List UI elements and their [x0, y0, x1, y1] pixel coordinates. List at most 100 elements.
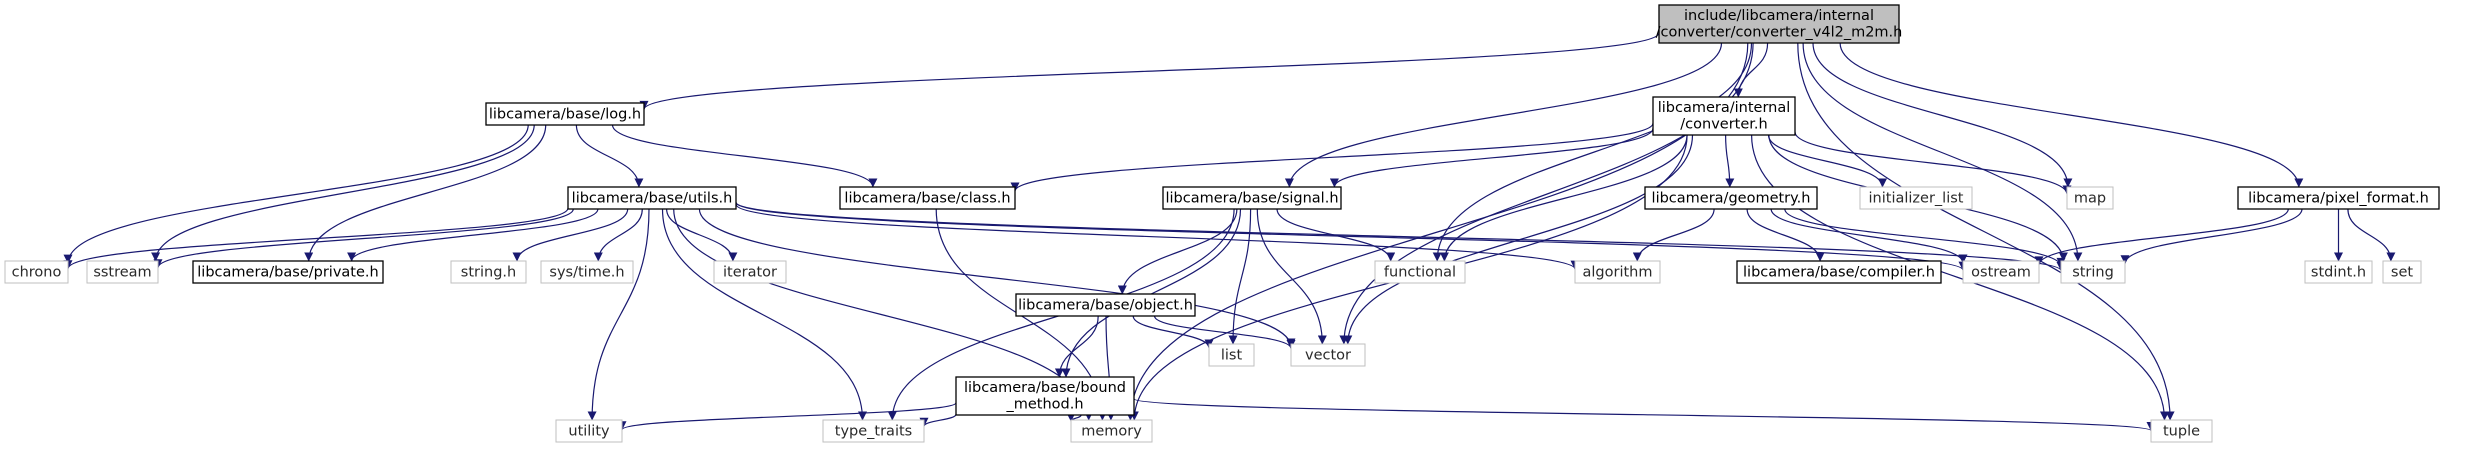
node-box — [2382, 260, 2422, 284]
node-label: libcamera/base/log.h — [489, 106, 641, 122]
node-label: vector — [1305, 347, 1351, 363]
node-label: tuple — [2163, 423, 2200, 439]
node-box — [1208, 343, 1255, 367]
node-pixel-format[interactable]: libcamera/pixel_format.h — [2237, 186, 2440, 210]
node-label: type_traits — [835, 423, 912, 439]
node-label: ostream — [1971, 264, 2031, 280]
edge-signal-to-object — [1117, 208, 1238, 295]
edge-bound_method-to-type_traits — [919, 413, 957, 427]
node-label: libcamera/base/compiler.h — [1743, 264, 1935, 280]
node-label: libcamera/pixel_format.h — [2248, 190, 2429, 206]
node-label: include/libcamera/internal — [1684, 8, 1874, 24]
node-box — [2060, 260, 2126, 284]
edge-utils-to-vector — [698, 208, 1296, 348]
node-box — [1644, 186, 1818, 210]
edge-root-to-tuple — [1797, 42, 2175, 421]
node-label: libcamera/base/class.h — [844, 190, 1010, 206]
edge-root-to-functional — [1432, 42, 1753, 262]
node-tuple: tuple — [2150, 419, 2213, 443]
edge-signal-to-list — [1228, 208, 1252, 345]
node-box — [1070, 419, 1153, 443]
edge-root-to-map — [1812, 42, 2073, 188]
node-label: libcamera/base/signal.h — [1165, 190, 1338, 206]
node-label: libcamera/geometry.h — [1652, 190, 1811, 206]
node-compiler[interactable]: libcamera/base/compiler.h — [1736, 260, 1942, 284]
edge-utils-to-chrono — [63, 207, 569, 270]
node-box — [1015, 293, 1196, 317]
node-private[interactable]: libcamera/base/private.h — [192, 260, 384, 284]
node-label: libcamera/base/bound — [964, 380, 1126, 396]
node-label: map — [2074, 190, 2106, 206]
node-utils[interactable]: libcamera/base/utils.h — [567, 186, 737, 210]
node-chrono: chrono — [4, 260, 69, 284]
node-iterator: iterator — [713, 260, 787, 284]
node-label: initializer_list — [1869, 190, 1964, 206]
node-box — [1962, 260, 2040, 284]
node-box — [1658, 4, 1900, 44]
node-box — [1574, 260, 1661, 284]
node-label: iterator — [723, 264, 777, 280]
edge-utils-to-string — [735, 201, 2066, 272]
edge-log-to-utils — [575, 124, 644, 188]
edge-pixel_format-to-set — [2347, 208, 2396, 262]
edge-object-to-vector — [1153, 315, 1296, 349]
node-sys-time: sys/time.h — [540, 260, 634, 284]
edge-utils-to-algorithm — [735, 203, 1580, 270]
node-label: libcamera/base/private.h — [197, 264, 378, 280]
node-box — [955, 376, 1135, 416]
node-box — [86, 260, 159, 284]
edge-utils-to-utility — [587, 208, 650, 421]
node-label: _method.h — [1005, 397, 1083, 413]
node-label: list — [1221, 347, 1243, 363]
edge-geometry-to-ostream — [1770, 208, 1968, 264]
node-functional: functional — [1374, 260, 1466, 284]
node-label: string — [2072, 264, 2114, 280]
edge-root-to-converter — [1733, 42, 1769, 98]
edge-signal-to-bound_method — [1061, 208, 1242, 378]
node-box — [1162, 186, 1342, 210]
node-box — [1290, 343, 1366, 367]
node-label: libcamera/base/object.h — [1018, 297, 1193, 313]
edge-bound_method-to-tuple — [1133, 398, 2155, 432]
node-label: chrono — [12, 264, 62, 280]
edge-utils-to-type_traits — [661, 208, 867, 421]
edge-utils-to-string_h — [512, 208, 629, 262]
node-box — [2150, 419, 2213, 443]
node-algorithm: algorithm — [1574, 260, 1661, 284]
node-signal[interactable]: libcamera/base/signal.h — [1162, 186, 1342, 210]
node-map: map — [2066, 186, 2114, 210]
node-label: functional — [1384, 264, 1456, 280]
node-ostream: ostream — [1962, 260, 2040, 284]
node-box — [192, 260, 384, 284]
node-label: sys/time.h — [549, 264, 624, 280]
node-log[interactable]: libcamera/base/log.h — [485, 102, 645, 126]
edge-log-to-sstream — [151, 124, 535, 262]
node-box — [555, 419, 623, 443]
node-sstream: sstream — [86, 260, 159, 284]
node-converter[interactable]: libcamera/internal/converter.h — [1652, 96, 1796, 136]
edge-pixel_format-to-string — [2120, 208, 2303, 265]
node-geometry[interactable]: libcamera/geometry.h — [1644, 186, 1818, 210]
edge-utils-to-ostream — [735, 202, 1968, 271]
node-box — [1736, 260, 1942, 284]
edge-root-to-log — [639, 32, 1660, 110]
node-object[interactable]: libcamera/base/object.h — [1015, 293, 1196, 317]
node-bound-method[interactable]: libcamera/base/bound_method.h — [955, 376, 1135, 416]
node-set: set — [2382, 260, 2422, 284]
node-root[interactable]: include/libcamera/internal/converter/con… — [1656, 4, 1903, 44]
edge-signal-to-functional — [1276, 208, 1396, 262]
node-utility: utility — [555, 419, 623, 443]
node-label: utility — [568, 423, 610, 439]
node-box — [1652, 96, 1796, 136]
node-label: stdint.h — [2311, 264, 2366, 280]
edges-layer — [63, 32, 2396, 432]
edge-utils-to-iterator — [666, 208, 738, 262]
edge-log-to-chrono — [63, 124, 529, 264]
node-label: /converter.h — [1680, 117, 1767, 133]
edge-object-to-bound_method — [1054, 315, 1099, 378]
node-string-h: string.h — [450, 260, 527, 284]
node-class[interactable]: libcamera/base/class.h — [839, 186, 1016, 210]
edge-converter-to-map — [1794, 131, 2072, 195]
node-vector: vector — [1290, 343, 1366, 367]
edge-geometry-to-compiler — [1746, 208, 1825, 262]
